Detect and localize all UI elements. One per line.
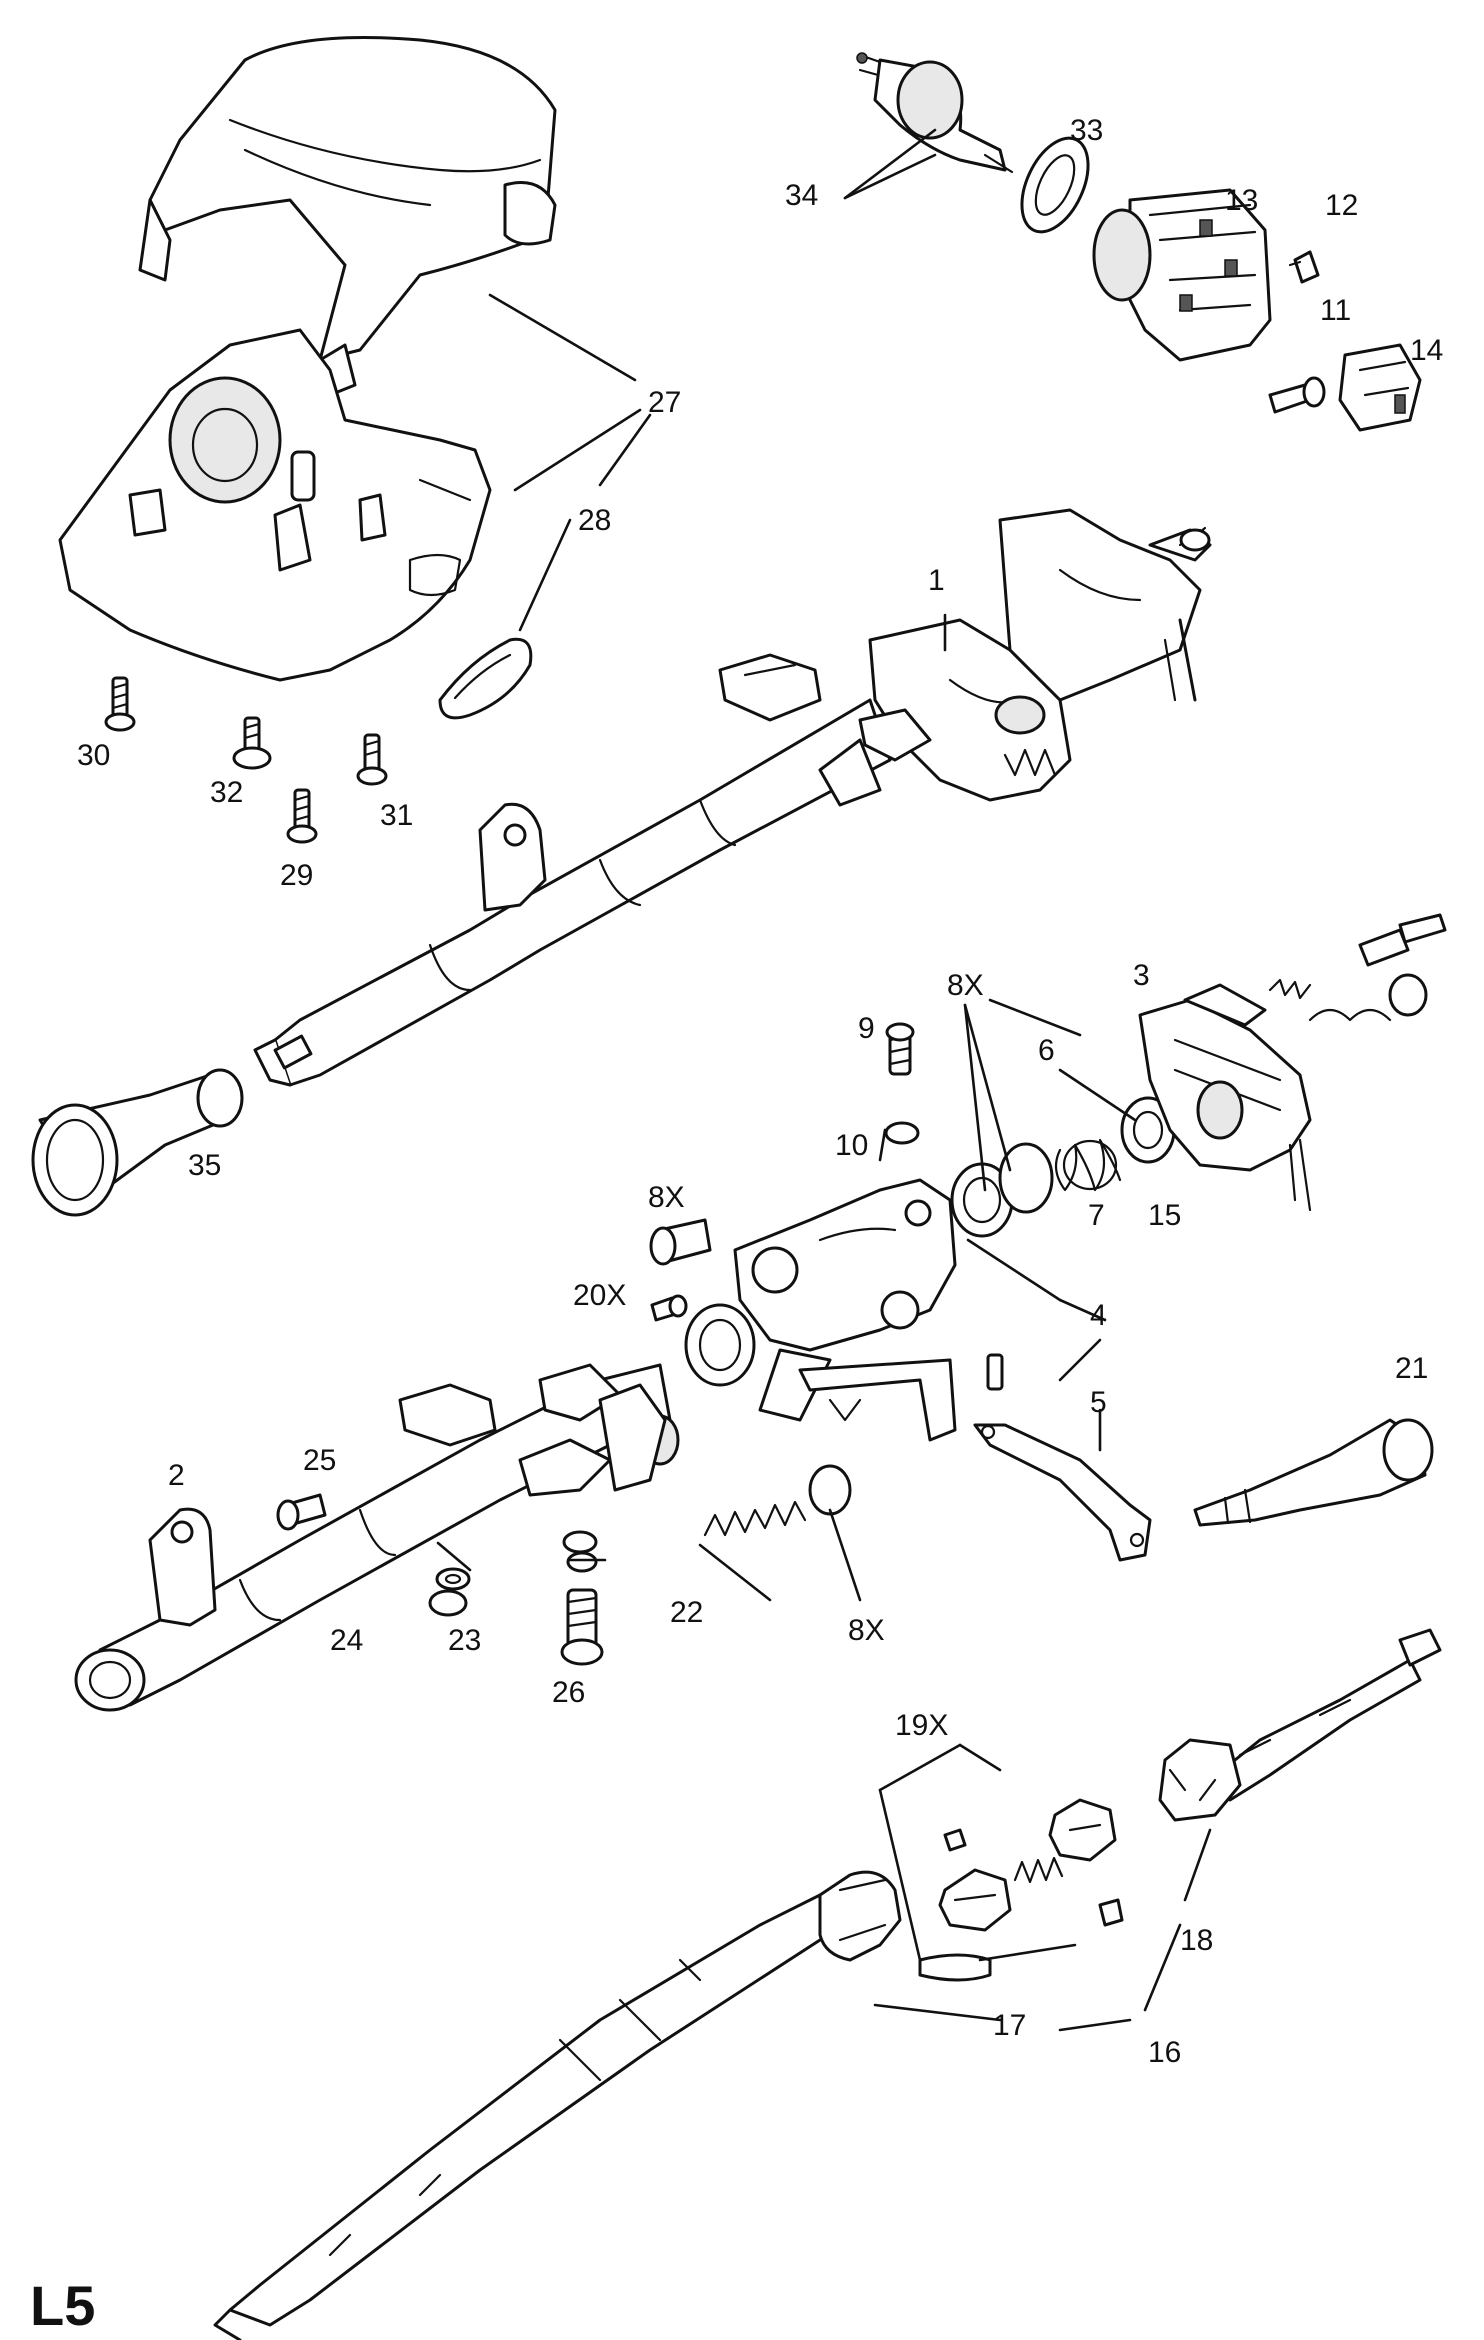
callout-8x-left: 8X bbox=[648, 1181, 685, 1214]
callout-13: 13 bbox=[1225, 184, 1258, 217]
bolt-8x-left bbox=[649, 1218, 712, 1266]
yoke-18 bbox=[1158, 1738, 1242, 1822]
callout-14: 14 bbox=[1410, 334, 1443, 367]
ring-33 bbox=[1020, 136, 1090, 234]
callout-4: 4 bbox=[1090, 1299, 1107, 1332]
screw-30 bbox=[104, 676, 136, 732]
callout-18: 18 bbox=[1180, 1924, 1213, 1957]
screw-12 bbox=[1288, 250, 1320, 284]
bearing-8x bbox=[950, 1142, 1054, 1238]
callout-8x-top: 8X bbox=[947, 969, 984, 1002]
bolt-25 bbox=[276, 1493, 327, 1531]
shaft-16 bbox=[1208, 1628, 1442, 1802]
washer-10 bbox=[884, 1121, 920, 1145]
callout-30: 30 bbox=[77, 739, 110, 772]
screw-29 bbox=[286, 788, 318, 844]
callout-27: 27 bbox=[648, 386, 681, 419]
callout-32: 32 bbox=[210, 776, 243, 809]
callout-10: 10 bbox=[835, 1129, 868, 1162]
page-label: L5 bbox=[30, 2274, 95, 2337]
boot-35 bbox=[31, 1068, 244, 1217]
callout-28: 28 bbox=[578, 504, 611, 537]
callout-35: 35 bbox=[188, 1149, 221, 1182]
lower-shroud bbox=[58, 328, 492, 682]
callout-9: 9 bbox=[858, 1012, 875, 1045]
lock-cylinder-34 bbox=[856, 52, 1014, 174]
callout-19x: 19X bbox=[895, 1709, 948, 1742]
callout-2: 2 bbox=[168, 1459, 185, 1492]
callout-21: 21 bbox=[1395, 1352, 1428, 1385]
callout-8x-bottom: 8X bbox=[848, 1614, 885, 1647]
callout-16: 16 bbox=[1148, 2036, 1181, 2069]
callout-6: 6 bbox=[1038, 1034, 1055, 1067]
screw-11 bbox=[1268, 376, 1326, 414]
washer-24 bbox=[435, 1567, 471, 1591]
shaft-17 bbox=[213, 1870, 902, 2340]
bolt-9 bbox=[885, 1022, 915, 1076]
callout-labels: 34 33 13 12 11 14 27 28 1 30 32 31 29 8X… bbox=[30, 114, 1443, 2337]
callout-7: 7 bbox=[1088, 1199, 1105, 1232]
callout-34: 34 bbox=[785, 179, 818, 212]
tube-assembly-2 bbox=[74, 1363, 680, 1712]
ignition-switch-13 bbox=[1092, 188, 1272, 362]
spring-8x-bottom bbox=[703, 1464, 852, 1537]
callout-26: 26 bbox=[552, 1676, 585, 1709]
pin-4 bbox=[986, 1353, 1004, 1391]
knob-21 bbox=[1193, 1418, 1434, 1527]
callout-17: 17 bbox=[993, 2009, 1026, 2042]
callout-12: 12 bbox=[1325, 189, 1358, 222]
callout-20x: 20X bbox=[573, 1279, 626, 1312]
column-assembly-1 bbox=[253, 508, 1212, 1087]
bolt-26 bbox=[560, 1588, 604, 1666]
callout-31: 31 bbox=[380, 799, 413, 832]
spring-7 bbox=[1054, 1138, 1122, 1192]
screw-32 bbox=[232, 716, 272, 770]
housing-4 bbox=[684, 1178, 957, 1442]
ujoint-kit-19x bbox=[918, 1798, 1124, 1982]
callout-5: 5 bbox=[1090, 1386, 1107, 1419]
callout-11: 11 bbox=[1320, 294, 1351, 327]
screw-31 bbox=[356, 733, 388, 786]
callout-22: 22 bbox=[670, 1596, 703, 1629]
lever-5 bbox=[973, 1423, 1152, 1562]
callout-3: 3 bbox=[1133, 959, 1150, 992]
callout-29: 29 bbox=[280, 859, 313, 892]
switch-connector-14 bbox=[1338, 343, 1422, 432]
callout-23: 23 bbox=[448, 1624, 481, 1657]
callout-33: 33 bbox=[1070, 114, 1103, 147]
screw-20x bbox=[650, 1294, 688, 1322]
washer-22 bbox=[562, 1530, 598, 1573]
callout-1: 1 bbox=[928, 564, 945, 597]
callout-25: 25 bbox=[303, 1444, 336, 1477]
gasket-28 bbox=[438, 637, 533, 720]
callout-15: 15 bbox=[1148, 1199, 1181, 1232]
nut-23 bbox=[428, 1589, 468, 1617]
leader-lines bbox=[436, 128, 1212, 2032]
upper-shroud bbox=[138, 36, 557, 397]
housing-3 bbox=[1138, 913, 1447, 1212]
callout-24: 24 bbox=[330, 1624, 363, 1657]
